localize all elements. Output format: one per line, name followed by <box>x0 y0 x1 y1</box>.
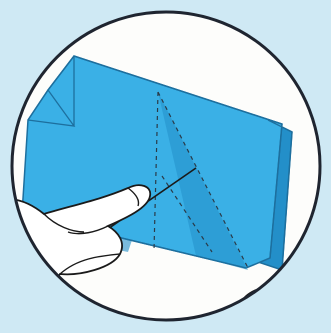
illustration-canvas <box>0 0 331 333</box>
origami-fold-illustration <box>0 0 331 333</box>
